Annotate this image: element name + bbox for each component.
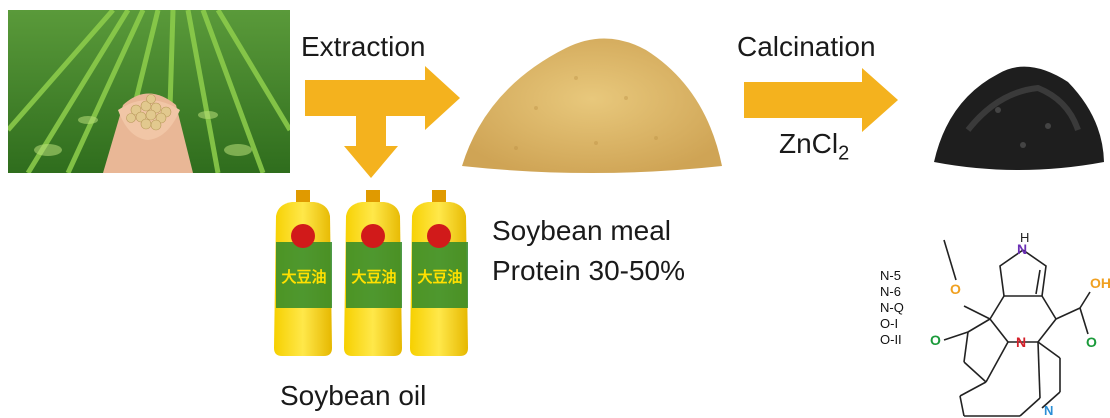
atom-h: H [1020,230,1029,245]
bottle-label-2: 大豆油 [351,268,396,286]
soybean-meal-label: Soybean meal [492,215,672,246]
atom-o-methoxy: O [950,281,961,297]
protein-content-label: Protein 30-50% [492,255,686,286]
atom-oh: OH [1090,275,1110,291]
carbon-structure-diagram: H N N N O O OH O [930,230,1110,418]
extraction-arrow-right [305,66,460,130]
soybean-meal-image [462,38,722,173]
legend-nq: N-Q [880,300,904,315]
zncl2-subscript: 2 [838,142,850,165]
calcination-arrow [744,68,898,132]
soybean-oil-label: Soybean oil [280,380,427,411]
extraction-arrow-down [344,116,398,178]
bottle-label-1: 大豆油 [281,268,326,286]
calcination-label: Calcination [737,31,876,62]
atom-o-carbonyl-right: O [1086,334,1097,350]
atom-n-pyridine: N [1044,403,1053,418]
soybean-field-image [8,10,290,173]
atom-n-center: N [1016,334,1026,350]
legend-o2: O-II [880,332,902,347]
extraction-arrow [305,66,460,178]
zncl2-reagent-label: ZnCl2 [779,128,849,166]
soybean-oil-bottles-image: 大豆油 大豆油 大豆油 [274,190,468,356]
extraction-label: Extraction [301,31,426,62]
oil-bottle-2 [344,190,402,356]
porous-carbon-image [934,66,1104,170]
atom-o-carbonyl-left: O [930,332,941,348]
atom-n-pyrrole: N [1017,241,1027,257]
legend-n5: N-5 [880,268,901,283]
legend-o1: O-I [880,316,899,331]
oil-bottle-3 [410,190,468,356]
species-legend: N-5 N-6 N-Q O-I O-II [880,268,904,348]
zncl2-main: ZnCl [779,128,839,159]
bottle-label-3: 大豆油 [417,268,462,286]
legend-n6: N-6 [880,284,901,299]
oil-bottle-1 [274,190,332,356]
